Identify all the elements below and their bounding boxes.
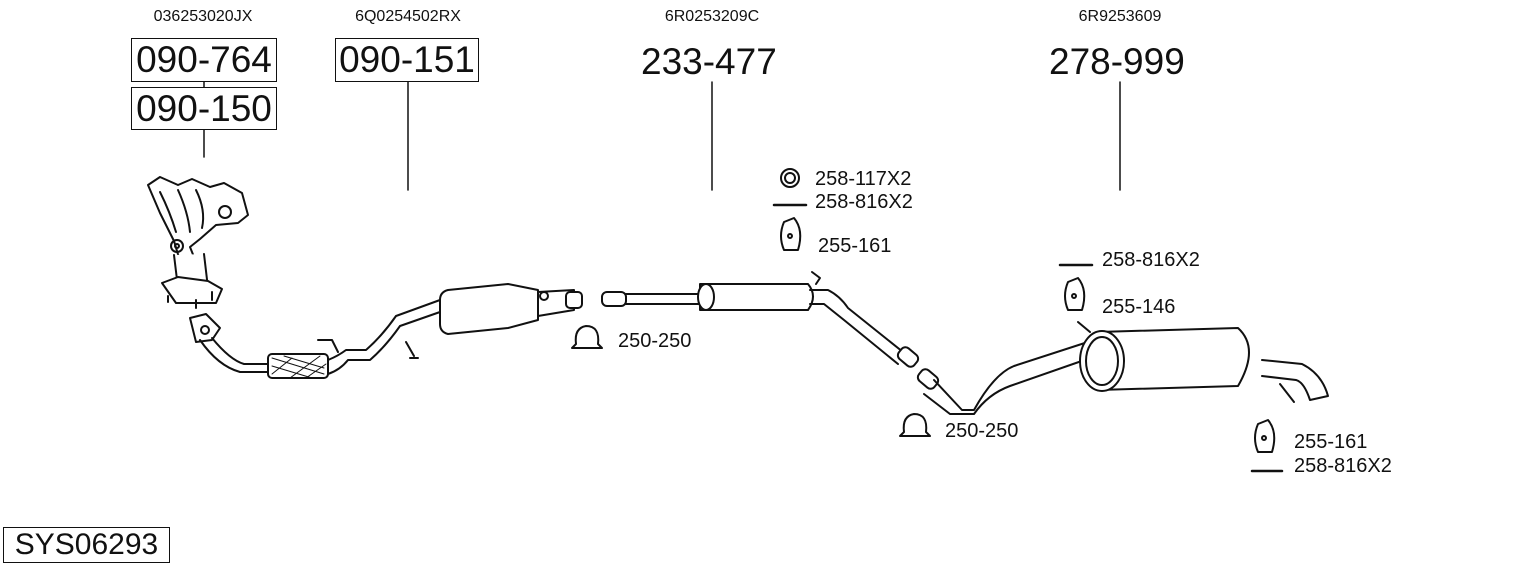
accessory-label[interactable]: 258-816X2 xyxy=(1294,455,1392,477)
part-number-box[interactable]: 090-150 xyxy=(131,87,277,130)
accessory-label[interactable]: 258-117X2 xyxy=(815,168,912,190)
clamp-icon xyxy=(899,413,931,437)
system-id: SYS06293 xyxy=(3,527,170,563)
rubber-hanger-icon xyxy=(780,217,802,251)
ring-icon xyxy=(780,168,800,188)
accessory-label[interactable]: 258-816X2 xyxy=(1102,249,1200,271)
oem-number: 6Q0254502RX xyxy=(355,8,461,25)
front-pipe-catalyst-part[interactable] xyxy=(189,283,583,379)
leader-lines xyxy=(203,81,1121,191)
oem-number: 6R9253609 xyxy=(1078,8,1162,25)
rubber-hanger-icon xyxy=(1254,419,1276,453)
part-number-box[interactable]: 090-151 xyxy=(335,38,479,82)
middle-silencer-part[interactable] xyxy=(601,271,920,369)
accessory-label[interactable]: 255-161 xyxy=(1294,431,1368,453)
oem-number: 036253020JX xyxy=(153,8,253,25)
part-number[interactable]: 278-999 xyxy=(1049,41,1185,82)
part-number[interactable]: 233-477 xyxy=(641,41,777,82)
rear-silencer-part[interactable] xyxy=(916,321,1329,415)
accessory-label[interactable]: 258-816X2 xyxy=(815,191,913,213)
accessory-label[interactable]: 250-250 xyxy=(618,330,692,352)
accessory-label[interactable]: 255-146 xyxy=(1102,296,1176,318)
clamp-icon xyxy=(571,325,603,349)
accessory-label[interactable]: 255-161 xyxy=(818,235,892,257)
accessory-label[interactable]: 250-250 xyxy=(945,420,1019,442)
oem-number: 6R0253209C xyxy=(664,8,760,25)
rubber-hanger-icon xyxy=(1064,277,1086,311)
part-number-box[interactable]: 090-764 xyxy=(131,38,277,82)
manifold-catalyst-part[interactable] xyxy=(147,176,249,309)
